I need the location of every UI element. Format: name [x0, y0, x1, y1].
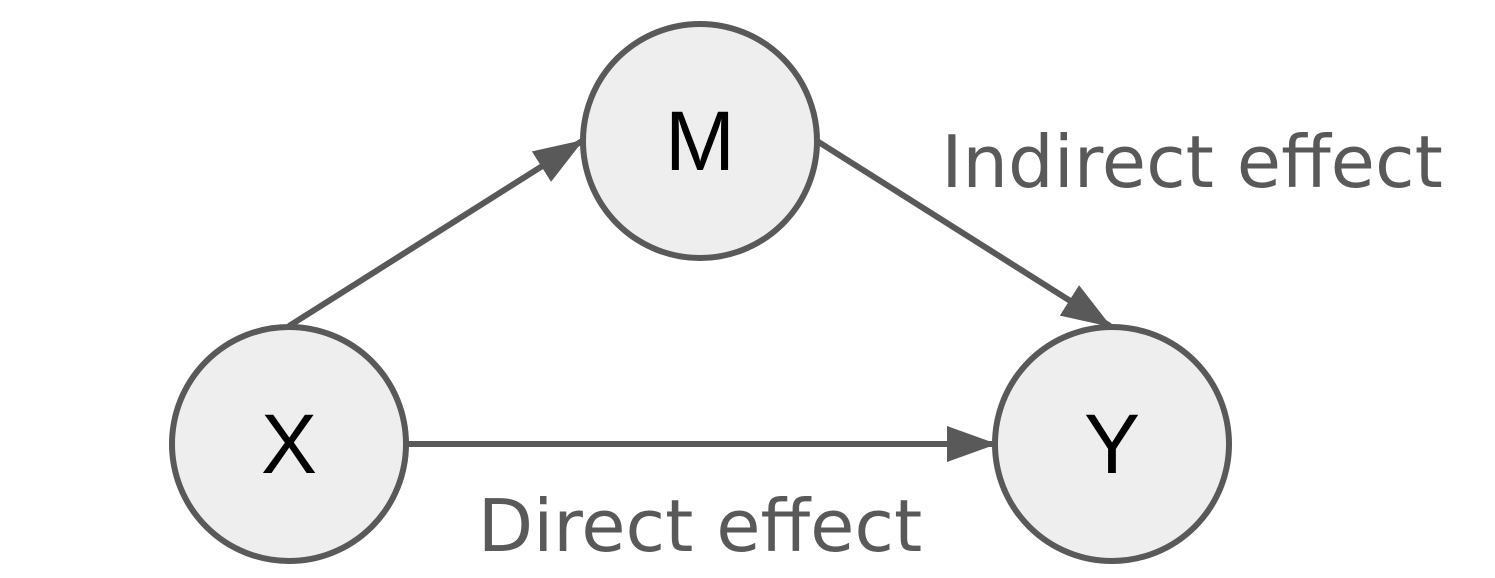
edge-x-to-m: [287, 138, 584, 329]
direct-effect-label: Direct effect: [478, 484, 922, 568]
node-x: X: [169, 324, 409, 564]
edge-m-to-y-line: [815, 138, 1112, 329]
edge-x-to-m-line: [287, 138, 584, 329]
node-m-circle: [580, 21, 820, 261]
node-m: M: [580, 21, 820, 261]
node-x-label: X: [261, 397, 317, 491]
node-y: Y: [992, 324, 1232, 564]
node-x-circle: [169, 324, 409, 564]
node-m-label: M: [665, 94, 735, 188]
edge-m-to-y: [815, 138, 1112, 329]
node-y-circle: [992, 324, 1232, 564]
indirect-effect-label: Indirect effect: [941, 120, 1443, 204]
node-y-label: Y: [1084, 397, 1140, 491]
